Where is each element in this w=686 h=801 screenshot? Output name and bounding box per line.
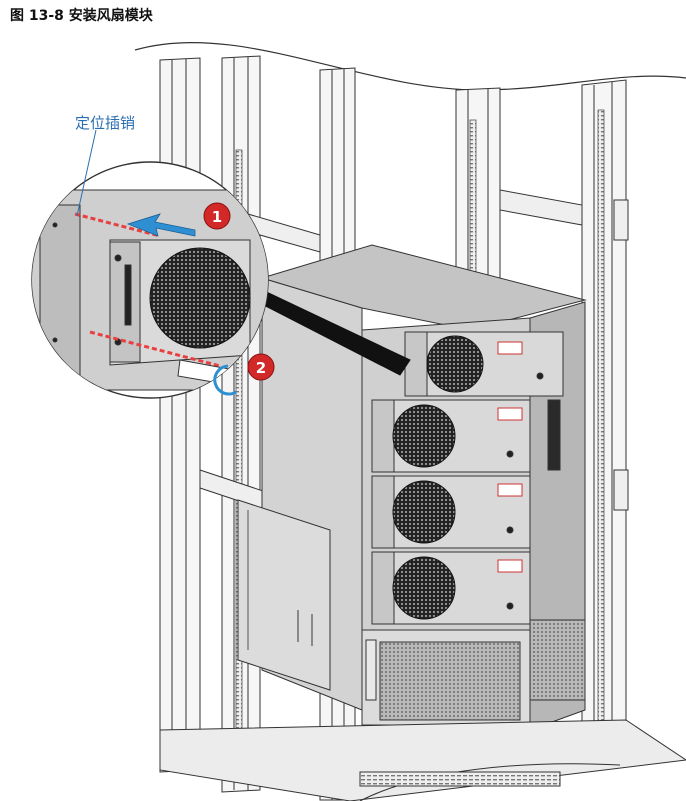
pin-leader-line <box>76 129 97 217</box>
bottom-vent-panel <box>361 629 531 726</box>
step-2-number: 2 <box>256 359 266 377</box>
fan-module <box>371 399 531 473</box>
rack-base <box>159 719 686 801</box>
fan-module <box>371 551 531 625</box>
cabinet-side-panel <box>237 277 363 711</box>
cabinet-top <box>260 244 587 331</box>
figure-title: 图 13-8 安装风扇模块 <box>10 8 153 24</box>
pin-label: 定位插销 <box>75 114 135 132</box>
fan-module <box>371 475 531 549</box>
rack-top-cut <box>134 42 686 91</box>
step-1-number: 1 <box>212 208 222 226</box>
insert-arrow <box>126 213 196 237</box>
cabinet-right-handle <box>547 399 561 471</box>
magnified-view <box>31 161 269 399</box>
rotate-arrow <box>213 364 237 396</box>
step-2-badge <box>247 353 275 381</box>
fan-module <box>404 331 564 397</box>
rack-diagram: 定位插销 1 2 <box>31 42 686 801</box>
step-1-badge <box>203 202 231 230</box>
